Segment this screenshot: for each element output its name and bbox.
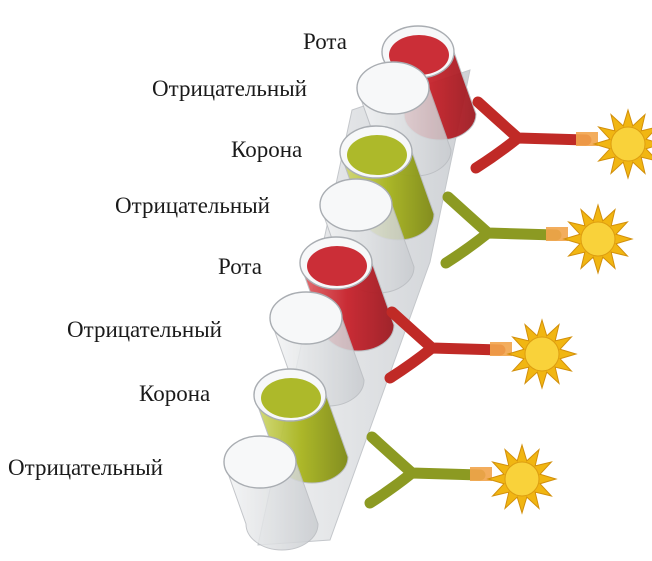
virus-particle-icon [564, 205, 632, 273]
label-negative-3: Отрицательный [67, 318, 222, 341]
label-corona-1: Корона [231, 138, 302, 161]
antibody-green [446, 197, 568, 263]
label-rota-1: Рота [303, 30, 347, 53]
antibody-green [370, 437, 492, 503]
antibody-red [476, 102, 598, 168]
label-negative-4: Отрицательный [8, 456, 163, 479]
antibody-red [390, 312, 512, 378]
label-negative-2: Отрицательный [115, 194, 270, 217]
virus-particle-icon [508, 320, 576, 388]
label-rota-2: Рота [218, 255, 262, 278]
label-negative-1: Отрицательный [152, 77, 307, 100]
virus-particle-icon [594, 110, 652, 178]
label-corona-2: Корона [139, 382, 210, 405]
virus-particle-icon [488, 445, 556, 513]
